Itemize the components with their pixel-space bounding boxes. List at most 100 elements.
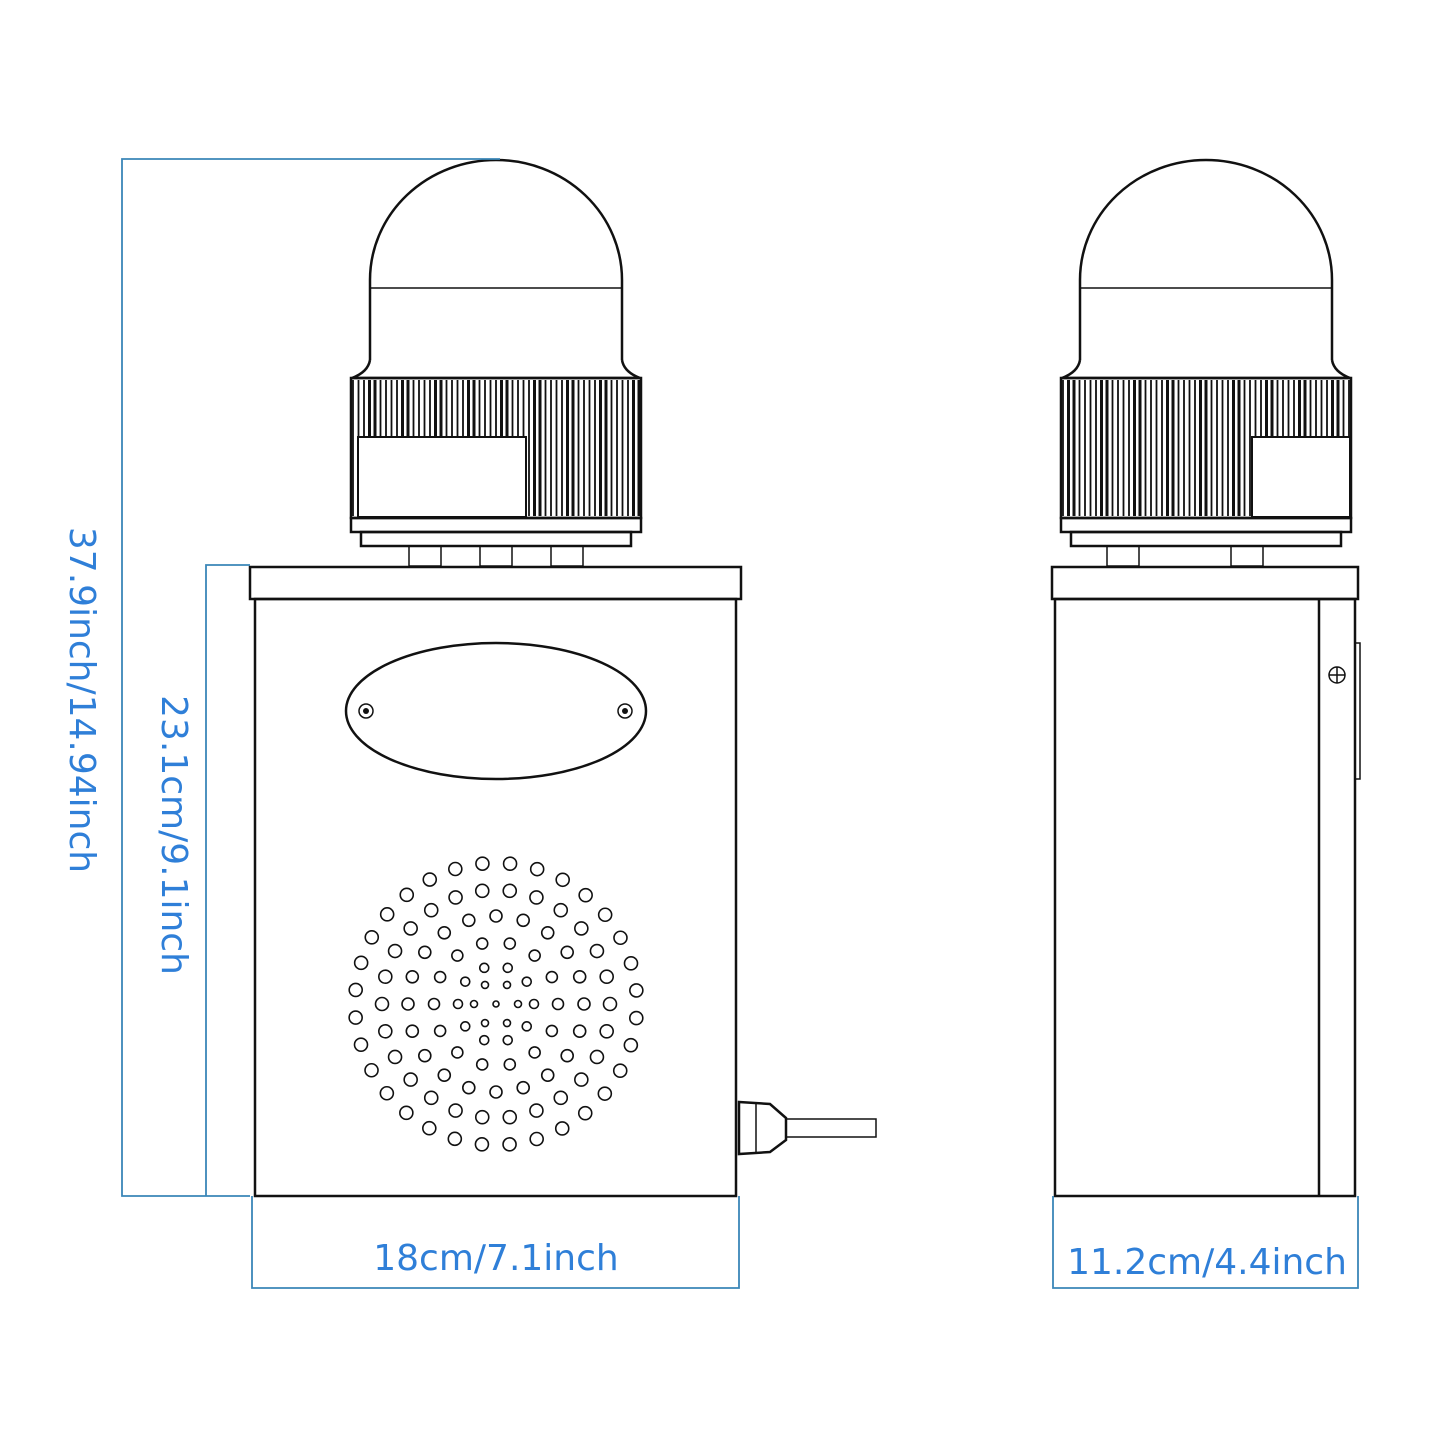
speaker-hole bbox=[529, 1131, 544, 1147]
speaker-hole bbox=[560, 1048, 574, 1063]
speaker-hole bbox=[364, 930, 380, 945]
cable-gland bbox=[737, 1100, 877, 1156]
speaker-hole bbox=[423, 1090, 439, 1106]
speaker-hole bbox=[469, 999, 479, 1009]
body-height-dimension: 23.1cm/9.1inch bbox=[153, 564, 250, 1196]
speaker-hole bbox=[629, 983, 644, 998]
speaker-hole bbox=[399, 1105, 414, 1121]
speaker-hole bbox=[405, 1024, 420, 1038]
speaker-hole bbox=[528, 998, 540, 1010]
speaker-hole bbox=[418, 1048, 432, 1063]
speaker-hole bbox=[447, 1131, 463, 1147]
speaker-hole bbox=[529, 1103, 544, 1118]
speaker-hole bbox=[379, 907, 395, 922]
speaker-hole bbox=[437, 926, 452, 940]
speaker-hole bbox=[401, 997, 415, 1011]
speaker-hole bbox=[403, 921, 418, 936]
speaker-hole bbox=[529, 890, 544, 905]
speaker-hole bbox=[474, 1109, 490, 1125]
speaker-hole bbox=[545, 970, 559, 984]
speaker-hole bbox=[516, 913, 530, 928]
speaker-hole bbox=[502, 962, 514, 974]
total-height-label: 37.9inch/14.94inch bbox=[61, 527, 102, 873]
speaker-hole bbox=[502, 1109, 518, 1125]
speaker-hole bbox=[589, 943, 605, 959]
speaker-hole bbox=[353, 1037, 369, 1052]
speaker-hole bbox=[378, 969, 393, 985]
speaker-hole bbox=[502, 1137, 517, 1152]
speaker-hole bbox=[574, 1072, 589, 1087]
speaker-hole bbox=[387, 943, 403, 959]
speaker-hole bbox=[502, 1034, 514, 1046]
speaker-hole bbox=[572, 1024, 587, 1038]
speaker-hole bbox=[574, 921, 589, 936]
speaker-hole bbox=[551, 997, 565, 1011]
speaker-hole bbox=[513, 999, 523, 1009]
body-height-label: 23.1cm/9.1inch bbox=[153, 695, 194, 975]
speaker-hole bbox=[516, 1080, 530, 1095]
speaker-hole bbox=[448, 1103, 463, 1118]
front-dome-light bbox=[351, 158, 641, 380]
speaker-hole bbox=[423, 902, 439, 918]
speaker-hole bbox=[492, 1000, 500, 1008]
speaker-hole bbox=[502, 980, 512, 990]
speaker-hole bbox=[599, 969, 614, 985]
speaker-hole bbox=[529, 861, 545, 877]
speaker-hole bbox=[572, 970, 587, 984]
speaker-grille bbox=[348, 856, 644, 1152]
speaker-hole bbox=[599, 1023, 614, 1039]
speaker-hole bbox=[475, 856, 490, 871]
speaker-hole bbox=[459, 976, 471, 987]
speaker-hole bbox=[348, 1010, 363, 1025]
speaker-hole bbox=[528, 949, 541, 962]
speaker-hole bbox=[462, 1080, 476, 1095]
speaker-hole bbox=[540, 1068, 555, 1082]
speaker-hole bbox=[451, 1046, 464, 1059]
speaker-hole bbox=[623, 956, 639, 971]
speaker-hole bbox=[577, 997, 591, 1011]
front-view bbox=[248, 158, 877, 1198]
speaker-hole bbox=[521, 1021, 533, 1032]
speaker-hole bbox=[577, 1105, 593, 1121]
speaker-hole bbox=[462, 913, 476, 928]
speaker-hole bbox=[478, 962, 490, 974]
speaker-hole bbox=[405, 970, 420, 984]
speaker-hole bbox=[589, 1049, 605, 1065]
speaker-hole bbox=[540, 926, 555, 940]
speaker-hole bbox=[451, 949, 464, 962]
speaker-hole bbox=[427, 997, 441, 1011]
speaker-hole bbox=[553, 1090, 569, 1106]
speaker-hole bbox=[399, 887, 415, 903]
speaker-hole bbox=[433, 970, 447, 984]
speaker-hole bbox=[613, 930, 628, 946]
speaker-hole bbox=[502, 883, 518, 899]
speaker-hole bbox=[459, 1021, 471, 1032]
speaker-hole bbox=[528, 1046, 541, 1059]
speaker-hole bbox=[452, 998, 464, 1010]
speaker-hole bbox=[474, 1136, 490, 1152]
speaker-hole bbox=[448, 861, 463, 877]
speaker-hole bbox=[545, 1024, 559, 1038]
speaker-hole bbox=[353, 955, 369, 971]
speaker-hole bbox=[378, 1023, 393, 1039]
speaker-hole bbox=[612, 1063, 628, 1078]
front-width-label: 18cm/7.1inch bbox=[373, 1238, 618, 1279]
speaker-hole bbox=[623, 1037, 639, 1053]
speaker-hole bbox=[489, 909, 503, 923]
speaker-hole bbox=[503, 1058, 517, 1071]
speaker-hole bbox=[474, 883, 490, 899]
front-enclosure bbox=[248, 565, 743, 1198]
speaker-hole bbox=[478, 1034, 490, 1046]
speaker-hole bbox=[480, 980, 490, 990]
speaker-hole bbox=[628, 1010, 644, 1026]
speaker-hole bbox=[553, 902, 569, 918]
speaker-hole bbox=[422, 1120, 437, 1136]
speaker-hole bbox=[403, 1072, 418, 1087]
speaker-hole bbox=[433, 1024, 447, 1038]
speaker-hole bbox=[555, 872, 570, 888]
speaker-hole bbox=[602, 996, 618, 1012]
speaker-hole bbox=[578, 887, 593, 903]
speaker-hole bbox=[502, 856, 518, 872]
side-depth-label: 11.2cm/4.4inch bbox=[1067, 1242, 1347, 1283]
